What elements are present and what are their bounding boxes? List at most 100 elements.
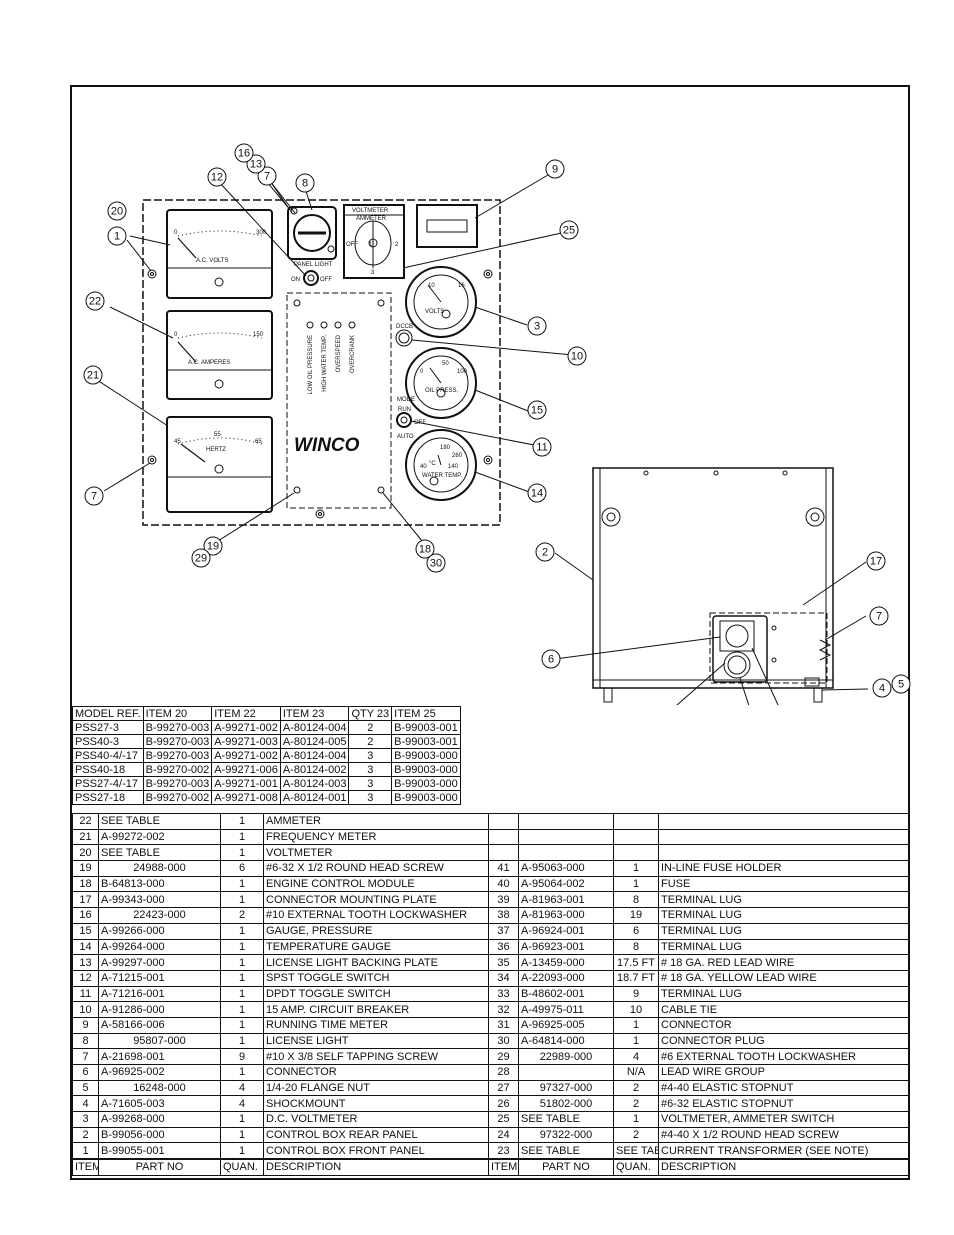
table-cell: B-99270-002	[142, 762, 213, 777]
table-cell: 27	[488, 1079, 519, 1097]
table-cell: ITEM 22	[211, 706, 281, 721]
table-cell: 19	[613, 907, 659, 924]
table-cell: 2	[348, 720, 393, 735]
connector-mounting-plate	[709, 612, 828, 684]
table-cell: PSS40-18	[72, 762, 144, 777]
switch-title: VOLTMETER	[352, 208, 389, 214]
table-cell: 35	[488, 954, 519, 971]
lamp-overspeed: OVERSPEED	[336, 334, 342, 372]
ammeter-meter	[166, 310, 273, 400]
table-cell: SEE TABLE	[98, 844, 221, 862]
callout-c10: 10	[571, 351, 583, 363]
table-cell: 22423-000	[98, 907, 221, 924]
table-cell: A-99266-000	[98, 922, 221, 940]
table-cell: 30	[488, 1032, 519, 1050]
table-cell: 16	[72, 907, 99, 924]
table-row	[488, 844, 909, 862]
table-cell: VOLTMETER	[263, 844, 489, 862]
table-cell	[488, 828, 519, 846]
table-cell	[658, 828, 909, 846]
callout-c14: 14	[531, 488, 543, 500]
oil-press-label: OIL PRESS.	[425, 388, 458, 394]
table-cell: 36	[488, 938, 519, 956]
switch-3-label: 3	[371, 270, 375, 276]
callout-bubble	[295, 173, 315, 193]
table-cell: #10 X 3/8 SELF TAPPING SCREW	[263, 1048, 489, 1065]
table-cell: CABLE TIE	[658, 1001, 909, 1018]
table-cell	[518, 1064, 614, 1081]
table-cell: 2	[613, 1126, 659, 1144]
table-cell: A-21698-001	[98, 1048, 221, 1065]
table-cell: 14	[72, 938, 99, 956]
callout-c16: 16	[238, 148, 250, 160]
dc-16-label: 16	[458, 283, 465, 289]
table-cell: 24	[488, 1126, 519, 1144]
table-cell: 8	[613, 938, 659, 956]
table-cell: 9	[72, 1016, 99, 1034]
table-cell: 1/4-20 FLANGE NUT	[263, 1079, 489, 1097]
table-cell: B-99270-003	[142, 776, 213, 791]
callout-bubble	[559, 220, 579, 240]
table-cell: A-99271-002	[211, 748, 281, 763]
dccb-breaker	[395, 329, 413, 347]
oil-0-label: 0	[420, 369, 424, 375]
callout-group: 1234567778910111213141516171819192021222…	[83, 143, 911, 698]
table-cell: TERMINAL LUG	[658, 907, 909, 924]
table-header-cell: ITEM	[488, 1158, 519, 1176]
table-cell: A-99268-000	[98, 1111, 221, 1128]
table-cell: 97322-000	[518, 1126, 614, 1144]
callout-bubble	[107, 226, 127, 246]
table-cell: A-95063-000	[518, 860, 614, 877]
callout-bubble	[257, 166, 277, 186]
table-cell: SEE TABLE	[518, 1111, 614, 1128]
license-light	[287, 206, 337, 260]
table-cell: B-99270-003	[142, 720, 213, 735]
table-cell: 25	[488, 1111, 519, 1128]
callout-bubble	[426, 553, 446, 573]
callout-bubble	[541, 649, 561, 669]
table-cell: 7	[72, 1048, 99, 1065]
table-cell: ITEM 23	[279, 706, 350, 721]
table-cell: 1	[220, 985, 264, 1003]
callout-c29: 29	[195, 553, 207, 565]
table-cell	[613, 828, 659, 846]
table-cell: CONNECTOR MOUNTING PLATE	[263, 891, 489, 909]
callout-bubble	[191, 548, 211, 568]
voltmeter-meter	[166, 209, 273, 299]
table-cell: #6 EXTERNAL TOOTH LOCKWASHER	[658, 1048, 909, 1065]
table-cell: 1	[613, 860, 659, 877]
table-cell: 3	[348, 748, 393, 763]
hertz-mid-label: 55	[214, 432, 221, 438]
table-cell: # 18 GA. RED LEAD WIRE	[658, 954, 909, 971]
volts-min-label: 0	[174, 230, 178, 236]
table-cell: B-99003-000	[391, 762, 461, 777]
hertz-unit-label: HERTZ	[206, 447, 226, 453]
winco-logo: WINCO	[294, 435, 360, 456]
table-cell: 4	[613, 1048, 659, 1065]
table-cell: 23	[488, 1142, 519, 1160]
table-cell: TERMINAL LUG	[658, 985, 909, 1003]
table-cell: 37	[488, 922, 519, 940]
table-cell	[613, 844, 659, 862]
table-cell: PSS40-3	[72, 734, 144, 749]
table-cell: 18.7 FT	[613, 969, 659, 987]
table-cell: LICENSE LIGHT BACKING PLATE	[263, 954, 489, 971]
mode-label: MODE	[397, 397, 415, 403]
table-cell: 10	[72, 1001, 99, 1018]
table-cell: 28	[488, 1064, 519, 1081]
table-cell: A-99271-008	[211, 790, 281, 805]
table-cell: A-81963-000	[518, 907, 614, 924]
callout-c25: 25	[563, 225, 575, 237]
